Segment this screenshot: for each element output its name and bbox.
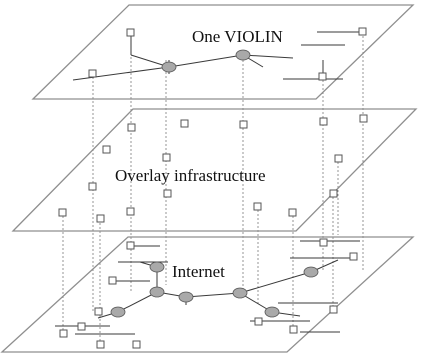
host-node: [349, 252, 358, 261]
router-icon: [232, 287, 248, 299]
host-node: [319, 238, 328, 247]
host-node: [318, 72, 327, 81]
violin-network: [72, 27, 367, 81]
overlay-node: [96, 214, 105, 223]
overlay-node: [126, 207, 135, 216]
router-icon: [149, 261, 165, 273]
router-icon: [303, 266, 319, 278]
host-node: [289, 325, 298, 334]
router-icon: [110, 306, 126, 318]
overlay-node: [162, 153, 171, 162]
violin-plane: [31, 4, 415, 100]
host-node: [358, 27, 367, 36]
overlay-node: [288, 208, 297, 217]
host-node: [88, 69, 97, 78]
overlay-node: [239, 120, 248, 129]
router-icon: [264, 306, 280, 318]
overlay-node: [359, 114, 368, 123]
host-node: [126, 241, 135, 250]
host-node: [132, 340, 141, 349]
internet-label: Internet: [172, 262, 225, 281]
overlay-node: [319, 117, 328, 126]
host-node: [329, 305, 338, 314]
router-icon: [161, 61, 177, 73]
host-node: [59, 329, 68, 338]
overlay-nodes: [58, 114, 368, 223]
overlay-node: [334, 154, 343, 163]
router-icon: [235, 49, 251, 61]
overlay-node: [253, 202, 262, 211]
overlay-node: [163, 189, 172, 198]
overlay-node: [329, 189, 338, 198]
host-node: [96, 340, 105, 349]
violin-label: One VIOLIN: [192, 27, 283, 46]
overlay-node: [88, 182, 97, 191]
overlay-node: [127, 123, 136, 132]
vertical-connectors: [62, 32, 364, 345]
host-node: [77, 322, 86, 331]
router-icon: [149, 286, 165, 298]
overlay-label: Overlay infrastructure: [115, 166, 266, 185]
internet-plane: [0, 236, 415, 353]
overlay-node: [180, 119, 189, 128]
overlay-node: [58, 208, 67, 217]
host-node: [126, 28, 135, 37]
host-node: [108, 276, 117, 285]
overlay-node: [102, 145, 111, 154]
internet-network: [55, 238, 360, 349]
router-icon: [178, 291, 194, 303]
host-node: [254, 317, 263, 326]
host-node: [94, 307, 103, 316]
